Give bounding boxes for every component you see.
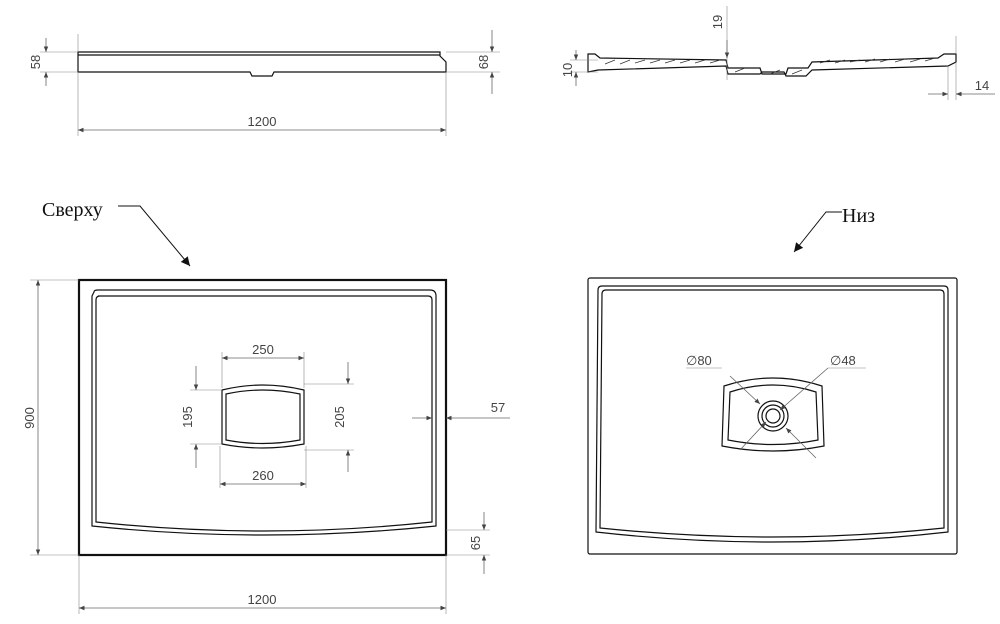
section-thickness-label: 10 bbox=[560, 63, 575, 77]
section-rim-label: 14 bbox=[975, 78, 989, 93]
side-view: 58 68 1200 bbox=[28, 30, 500, 136]
diameter-inner-label: ∅48 bbox=[830, 353, 856, 368]
drain-bottom-width-label: 260 bbox=[252, 468, 274, 483]
side-height-left-label: 58 bbox=[28, 55, 43, 69]
top-width-label: 1200 bbox=[248, 592, 277, 607]
section-depth-label: 19 bbox=[710, 15, 725, 29]
rim-side-label: 57 bbox=[491, 400, 505, 415]
side-length-label: 1200 bbox=[248, 114, 277, 129]
bottom-view-label: Низ bbox=[842, 205, 875, 227]
section-view: 19 10 14 bbox=[560, 6, 995, 100]
diameter-outer-label: ∅80 bbox=[686, 353, 712, 368]
top-height-label: 900 bbox=[22, 407, 37, 429]
drain-right-height-label: 205 bbox=[332, 406, 347, 428]
top-view: 250 260 195 205 57 65 900 1200 Сверху bbox=[22, 199, 510, 614]
drain-left-height-label: 195 bbox=[180, 406, 195, 428]
rim-bottom-label: 65 bbox=[468, 536, 483, 550]
top-view-label: Сверху bbox=[42, 199, 103, 221]
side-height-right-label: 68 bbox=[476, 55, 491, 69]
bottom-view: ∅80 ∅48 Низ bbox=[587, 205, 958, 555]
drain-top-width-label: 250 bbox=[252, 342, 274, 357]
